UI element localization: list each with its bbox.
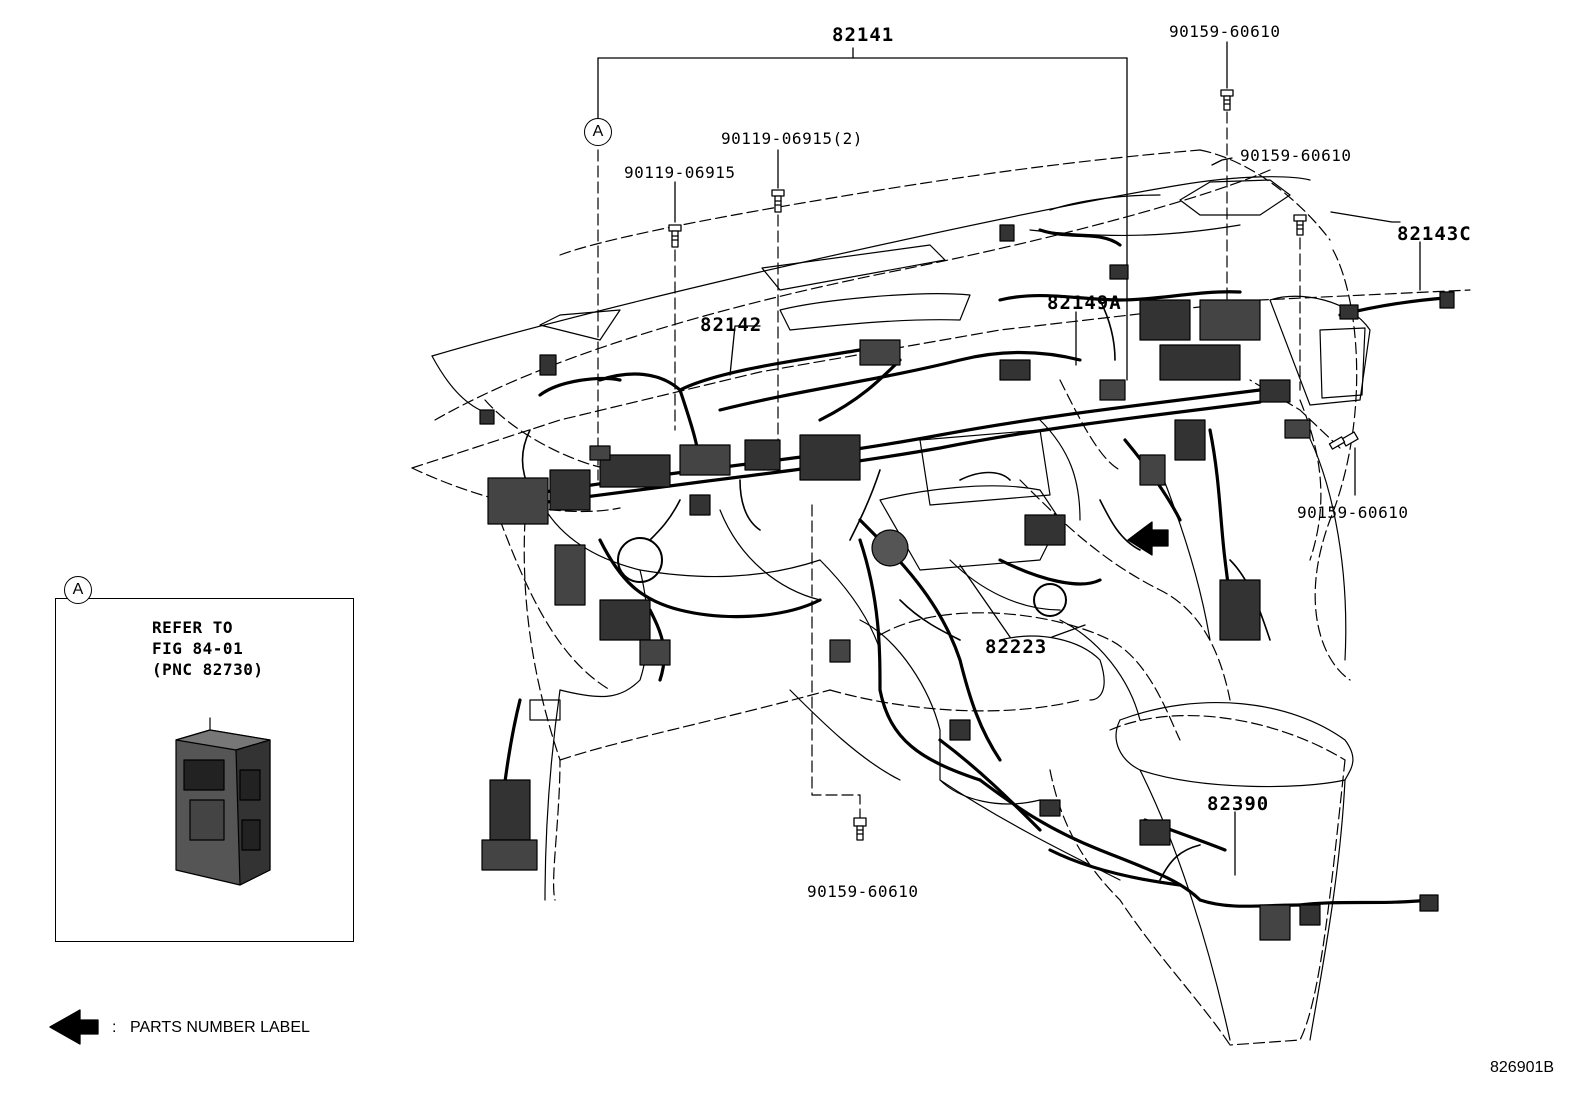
- label-90159-right-2: 90159-60610: [1297, 503, 1409, 522]
- label-90119-2: 90119-06915(2): [721, 129, 863, 148]
- dashboard-outline: [431, 176, 1371, 1041]
- label-90159-top: 90159-60610: [1169, 22, 1281, 41]
- inset-line-1: REFER TO: [152, 618, 234, 637]
- label-90159-right-1: 90159-60610: [1240, 146, 1352, 165]
- bolt-icon: [668, 224, 682, 248]
- figure-id: 826901B: [1490, 1059, 1555, 1076]
- inset-component: [175, 717, 271, 886]
- callout-a-main: A: [584, 118, 612, 146]
- inset-line-2: FIG 84-01: [152, 639, 244, 658]
- label-82141: 82141: [832, 24, 895, 46]
- label-82223: 82223: [985, 636, 1048, 658]
- bolt-icon: [1293, 214, 1307, 236]
- bolt-icon: [853, 817, 867, 841]
- legend-separator: :: [112, 1019, 117, 1036]
- inset-box: [55, 598, 354, 942]
- leader-lines: [597, 41, 1421, 876]
- label-90119: 90119-06915: [624, 163, 736, 182]
- label-arrow-icon: [49, 1009, 99, 1045]
- label-82149a: 82149A: [1047, 292, 1122, 314]
- bolt-icon: [771, 189, 785, 213]
- label-90159-bottom: 90159-60610: [807, 882, 919, 901]
- callout-a-inset: A: [64, 576, 92, 604]
- bolts: [668, 89, 1359, 841]
- legend-text: PARTS NUMBER LABEL: [130, 1019, 310, 1036]
- inset-line-3: (PNC 82730): [152, 660, 264, 679]
- bolt-icon: [1328, 431, 1359, 450]
- inset-refer-text: REFER TO FIG 84-01 (PNC 82730): [152, 617, 263, 680]
- connectors: [479, 224, 1455, 941]
- label-82142: 82142: [700, 314, 763, 336]
- label-pointer-arrow-icon: [1127, 521, 1169, 556]
- label-82390: 82390: [1207, 793, 1270, 815]
- bolt-icon: [1220, 89, 1234, 111]
- label-82143c: 82143C: [1397, 223, 1472, 245]
